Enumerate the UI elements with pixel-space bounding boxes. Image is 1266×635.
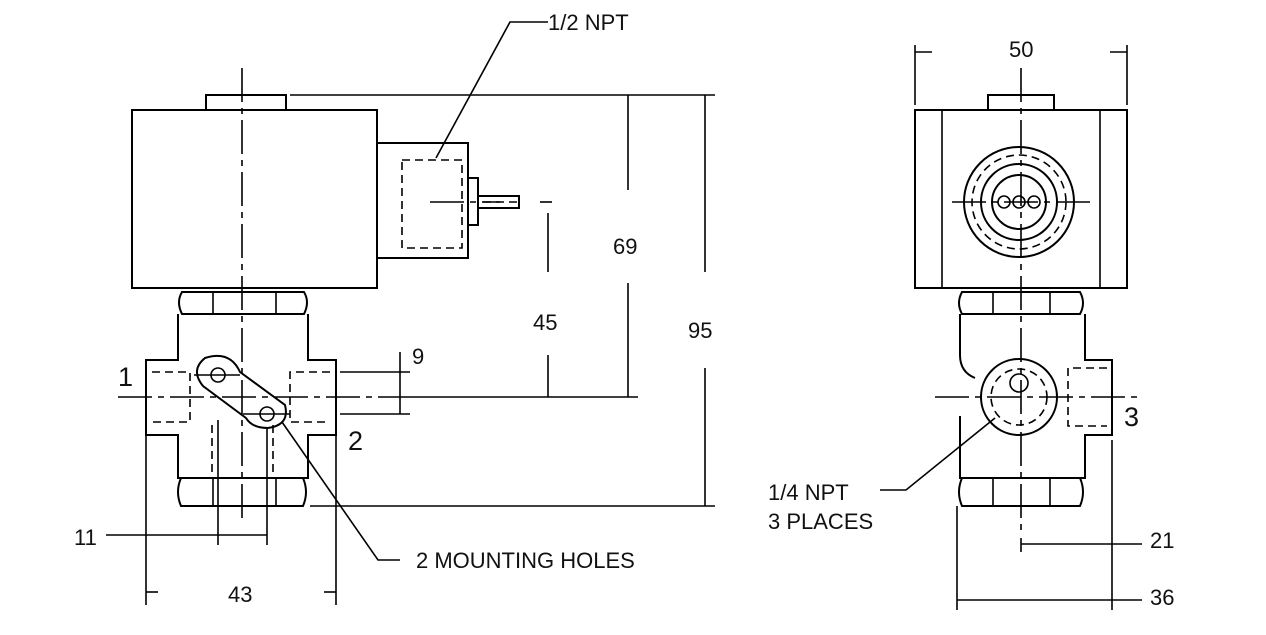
front-connector xyxy=(377,142,469,259)
dim-front-connector-height: 45 xyxy=(533,310,557,335)
port-number-outlet: 2 xyxy=(348,426,363,456)
dim-side-port-depth: 21 xyxy=(1150,528,1174,553)
label-port-thread-line2: 3 PLACES xyxy=(768,509,873,534)
dim-front-hole-spacing: 11 xyxy=(74,525,97,550)
front-valve-body xyxy=(145,314,337,479)
side-port-hole xyxy=(1009,373,1029,393)
port-number-inlet: 1 xyxy=(118,362,133,392)
side-dimensions xyxy=(880,45,1142,610)
dim-front-coil-height: 69 xyxy=(613,234,637,259)
side-view xyxy=(914,68,1140,530)
label-npt-conduit: 1/2 NPT xyxy=(548,10,629,35)
front-upper-nut xyxy=(178,291,308,315)
side-valve-body xyxy=(959,314,1113,479)
dim-side-coil-width: 50 xyxy=(1009,37,1033,62)
front-connector-screw xyxy=(468,177,520,226)
front-lower-nut xyxy=(177,477,307,507)
side-lower-nut xyxy=(958,477,1084,507)
front-coil-housing xyxy=(131,109,378,289)
dim-side-body-depth: 36 xyxy=(1150,585,1174,610)
dim-front-overall-height: 95 xyxy=(688,318,712,343)
front-dimensions xyxy=(106,21,715,605)
front-top-cap xyxy=(205,94,287,110)
port-number-exhaust: 3 xyxy=(1124,402,1139,432)
front-connector-inner xyxy=(401,159,463,249)
label-port-thread-line1: 1/4 NPT xyxy=(768,480,849,505)
dim-front-port-offset: 9 xyxy=(412,344,424,369)
dim-front-body-width: 43 xyxy=(228,582,252,607)
side-upper-nut xyxy=(958,291,1084,315)
front-view xyxy=(118,68,552,520)
label-mounting-holes: 2 MOUNTING HOLES xyxy=(416,548,635,573)
front-mounting-plate xyxy=(196,354,287,430)
